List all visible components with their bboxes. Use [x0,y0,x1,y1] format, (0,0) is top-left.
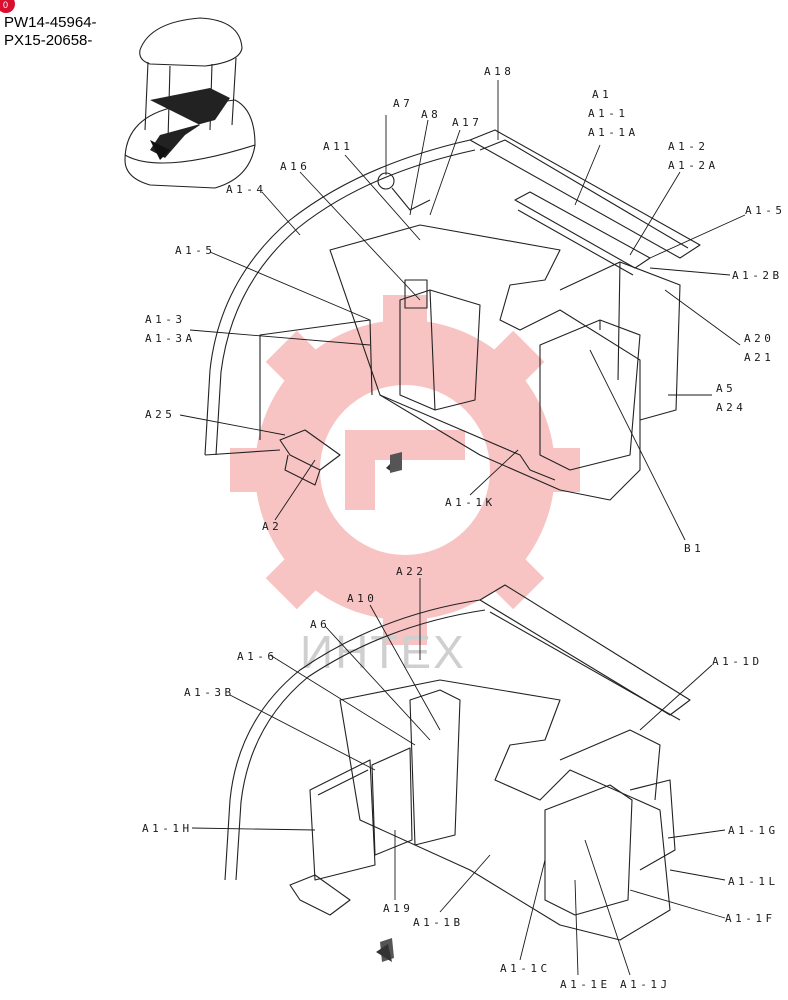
callout-A1-5-left[interactable]: A1-5 [175,244,216,257]
leader-lines-lower [191,578,726,976]
callout-A7[interactable]: A7 [393,97,413,110]
callout-A1-3B[interactable]: A1-3B [184,686,235,699]
machine-thumbnail [124,17,256,189]
leader-lines-upper [179,80,746,541]
serial-range-line-1: PW14-45964- [4,14,97,31]
callout-A18[interactable]: A18 [484,65,514,78]
callout-A19[interactable]: A19 [383,902,413,915]
callout-A1-2B[interactable]: A1-2B [732,269,783,282]
callout-A1-3A[interactable]: A1-3A [145,332,196,345]
callout-A11[interactable]: A11 [323,140,353,153]
callout-A1-1C[interactable]: A1-1C [500,962,551,975]
serial-range-line-2: PX15-20658- [4,32,93,49]
lower-frame-assembly [224,584,691,962]
callout-A1-4[interactable]: A1-4 [226,183,267,196]
callout-A17[interactable]: A17 [452,116,482,129]
callout-A1-1L[interactable]: A1-1L [728,875,779,888]
callout-A1-1D[interactable]: A1-1D [712,655,763,668]
callout-A24[interactable]: A24 [716,401,746,414]
callout-A10[interactable]: A10 [347,592,377,605]
callout-A25[interactable]: A25 [145,408,175,421]
callout-B1[interactable]: B1 [684,542,704,555]
callout-A1-5-right[interactable]: A1-5 [745,204,786,217]
upper-frame-assembly [204,129,701,501]
serial-marker-badge: 0 [0,0,15,13]
callout-A16[interactable]: A16 [280,160,310,173]
callout-A1-1F[interactable]: A1-1F [725,912,776,925]
callout-A8[interactable]: A8 [421,108,441,121]
callout-A1[interactable]: A1 [592,88,612,101]
callout-labels-upper: A18 A1 A1-1 A1-1A A7 A8 A17 A11 A16 A1-2… [145,65,786,555]
callout-A1-1K[interactable]: A1-1K [445,496,496,509]
callout-A21[interactable]: A21 [744,351,774,364]
callout-A1-2A[interactable]: A1-2A [668,159,719,172]
callout-A1-1J[interactable]: A1-1J [620,978,671,991]
callout-A20[interactable]: A20 [744,332,774,345]
callout-A22[interactable]: A22 [396,565,426,578]
callout-A5[interactable]: A5 [716,382,736,395]
callout-A1-1[interactable]: A1-1 [588,107,629,120]
callout-A1-1E[interactable]: A1-1E [560,978,611,991]
callout-labels-lower: A22 A10 A6 A1-6 A1-1D A1-3B A1-1H A1-1G … [142,565,779,991]
callout-A2[interactable]: A2 [262,520,282,533]
callout-A1-1B[interactable]: A1-1B [413,916,464,929]
callout-A1-1A[interactable]: A1-1A [588,126,639,139]
callout-A1-6[interactable]: A1-6 [237,650,278,663]
svg-text:0: 0 [3,0,8,10]
watermark-gear-logo [230,295,580,645]
callout-A1-3[interactable]: A1-3 [145,313,186,326]
callout-A1-1G[interactable]: A1-1G [728,824,779,837]
callout-A6[interactable]: A6 [310,618,330,631]
callout-A1-1H[interactable]: A1-1H [142,822,193,835]
watermark-text: ИНТЕХ [300,626,466,678]
callout-A1-2[interactable]: A1-2 [668,140,709,153]
